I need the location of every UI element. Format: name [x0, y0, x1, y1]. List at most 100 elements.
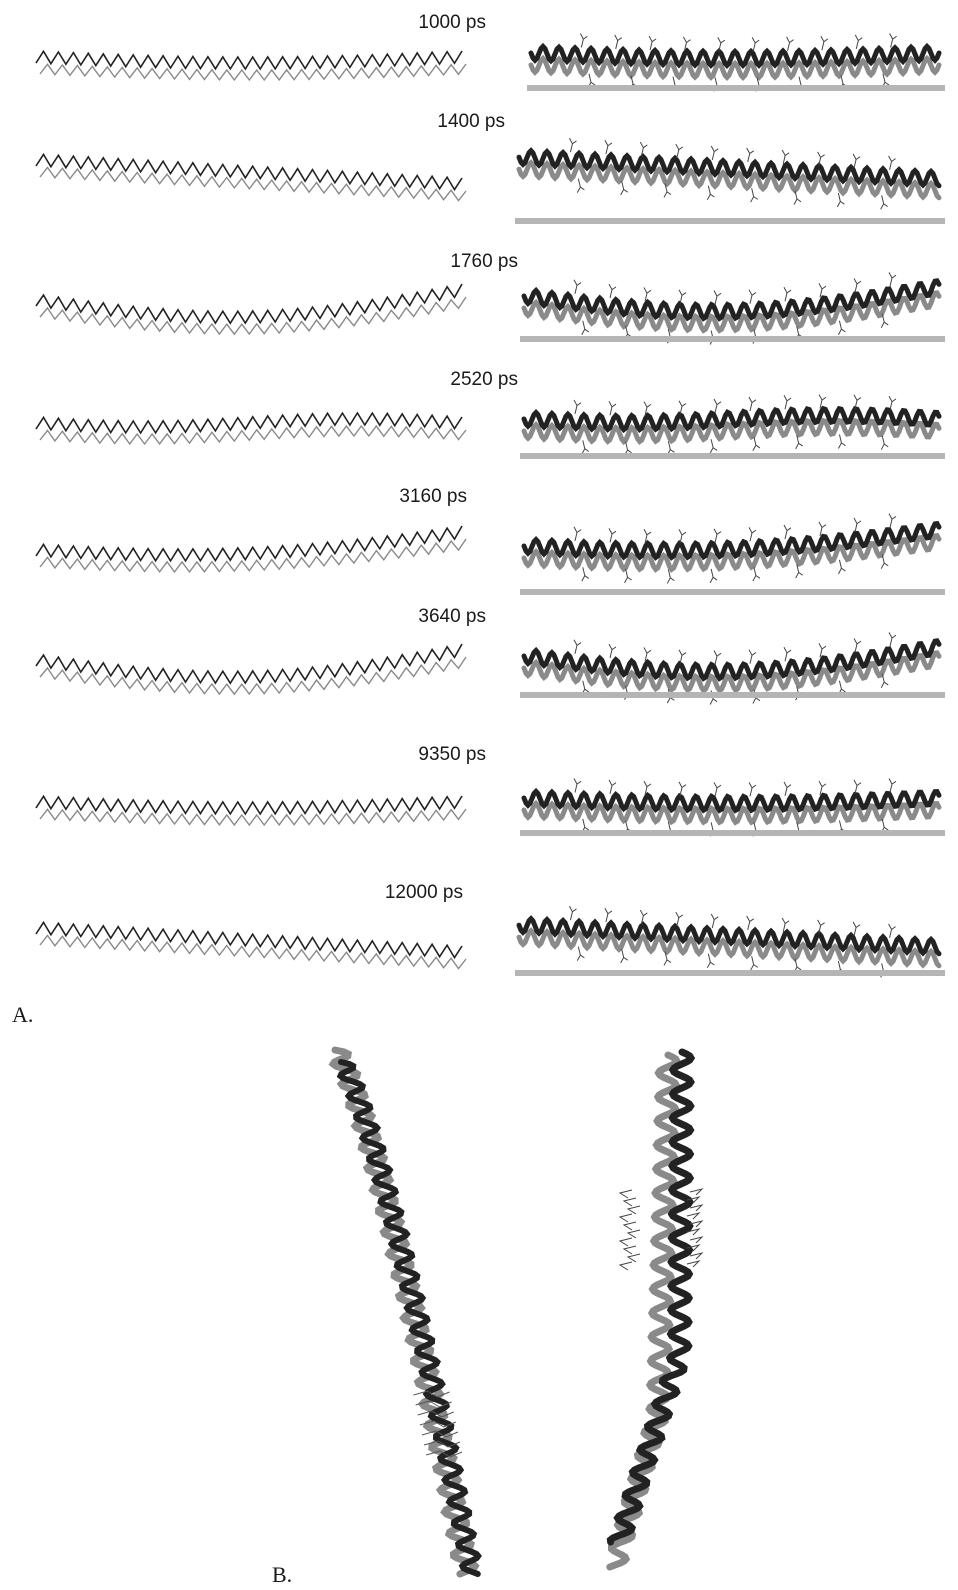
- ca-trace-strand-light: [40, 426, 466, 444]
- side-chain: [854, 518, 861, 532]
- ca-trace-strand-dark: [36, 526, 462, 561]
- side-chain: [711, 146, 718, 160]
- side-chain: [889, 779, 896, 793]
- surface-bar: [520, 453, 945, 459]
- side-chain: [574, 640, 581, 654]
- side-chain: [751, 188, 758, 202]
- panel-a-label: A.: [12, 1002, 33, 1027]
- side-chain: [752, 37, 759, 51]
- coil-strand-light: [610, 1055, 677, 1567]
- ca-trace-strand-dark: [36, 413, 462, 433]
- side-chain: [819, 643, 826, 657]
- time-label: 2520 ps: [450, 369, 518, 390]
- frame: 9350 ps: [36, 744, 945, 836]
- side-chain: [710, 439, 717, 453]
- side-chain: [679, 529, 686, 543]
- side-chain: [574, 400, 581, 414]
- side-chain: [881, 195, 888, 209]
- frame: 12000 ps: [36, 882, 945, 977]
- side-chain: [747, 916, 754, 930]
- side-chain: [819, 283, 826, 297]
- helix-view-right: [610, 1052, 702, 1567]
- ca-trace-strand-light: [40, 539, 466, 572]
- side-chain: [569, 906, 576, 920]
- ca-trace-strand-dark: [36, 796, 462, 814]
- time-label: 9350 ps: [418, 744, 486, 765]
- panel-b: B.: [272, 1050, 702, 1587]
- side-chain: [889, 272, 896, 286]
- side-chain: [569, 138, 576, 152]
- side-chain: [889, 514, 896, 528]
- side-chain: [714, 782, 721, 796]
- ca-trace-strand-dark: [36, 922, 462, 957]
- side-chain: [853, 154, 860, 168]
- side-chain: [574, 527, 581, 541]
- side-chain: [714, 399, 721, 413]
- side-chain: [753, 437, 760, 451]
- side-chain: [889, 396, 896, 410]
- side-chain: [711, 914, 718, 928]
- side-chain: [854, 278, 861, 292]
- side-chain: [676, 144, 683, 158]
- ribbon-helix-light: [531, 59, 939, 78]
- surface-bar: [515, 218, 945, 224]
- side-chain: [749, 290, 756, 304]
- side-chain: [881, 314, 888, 328]
- ca-trace-strand-light: [40, 935, 466, 968]
- side-chain: [751, 956, 758, 970]
- time-label: 3640 ps: [418, 606, 486, 627]
- side-chain: [854, 395, 861, 409]
- side-chain: [821, 36, 828, 50]
- side-chain: [714, 529, 721, 543]
- side-chain: [577, 179, 584, 193]
- side-chain: [749, 650, 756, 664]
- side-chain: [679, 650, 686, 664]
- side-chain: [679, 401, 686, 415]
- side-chain: [889, 924, 896, 938]
- time-label: 3160 ps: [399, 486, 467, 507]
- snapshot-frames: 1000 ps 1400 ps 1760 ps 2520 ps 3160 ps 3640 …: [36, 12, 945, 977]
- time-label: 12000 ps: [385, 882, 463, 903]
- ca-trace-strand-dark: [36, 154, 462, 189]
- side-chain: [574, 779, 581, 793]
- panel-a: 1000 ps 1400 ps 1760 ps 2520 ps 3160 ps 3640 …: [12, 12, 945, 1027]
- side-chain: [794, 191, 801, 205]
- side-chain: [577, 947, 584, 961]
- side-chain: [889, 156, 896, 170]
- side-chain: [854, 638, 861, 652]
- side-chain: [679, 782, 686, 796]
- side-chain: [714, 651, 721, 665]
- side-chain: [580, 34, 587, 48]
- ca-trace-strand-dark: [36, 51, 462, 69]
- side-chain: [718, 37, 725, 51]
- side-chain: [838, 560, 845, 574]
- side-chain: [710, 569, 717, 583]
- side-chain: [818, 920, 825, 934]
- surface-bar: [515, 970, 945, 976]
- time-label: 1000 ps: [418, 12, 486, 33]
- side-chain: [881, 674, 888, 688]
- side-chain: [881, 555, 888, 569]
- side-chain: [609, 644, 616, 658]
- side-chain: [574, 280, 581, 294]
- side-chain: [582, 321, 589, 335]
- side-chain: [853, 922, 860, 936]
- side-chain: [881, 436, 888, 450]
- side-chain: [838, 434, 845, 448]
- time-label: 1760 ps: [450, 251, 518, 272]
- surface-bar: [520, 830, 945, 836]
- side-chain: [621, 181, 628, 195]
- time-label: 1400 ps: [437, 111, 505, 132]
- side-chain: [615, 35, 622, 49]
- ca-trace-strand-light: [40, 809, 466, 825]
- side-chain: [582, 567, 589, 581]
- frame: 3640 ps: [36, 606, 945, 704]
- side-chain: [889, 632, 896, 646]
- side-chain: [747, 148, 754, 162]
- frame: 2520 ps: [36, 369, 945, 459]
- helix-view-left: [333, 1050, 478, 1574]
- side-chain: [753, 567, 760, 581]
- panel-b-label: B.: [272, 1562, 292, 1587]
- side-chain: [679, 290, 686, 304]
